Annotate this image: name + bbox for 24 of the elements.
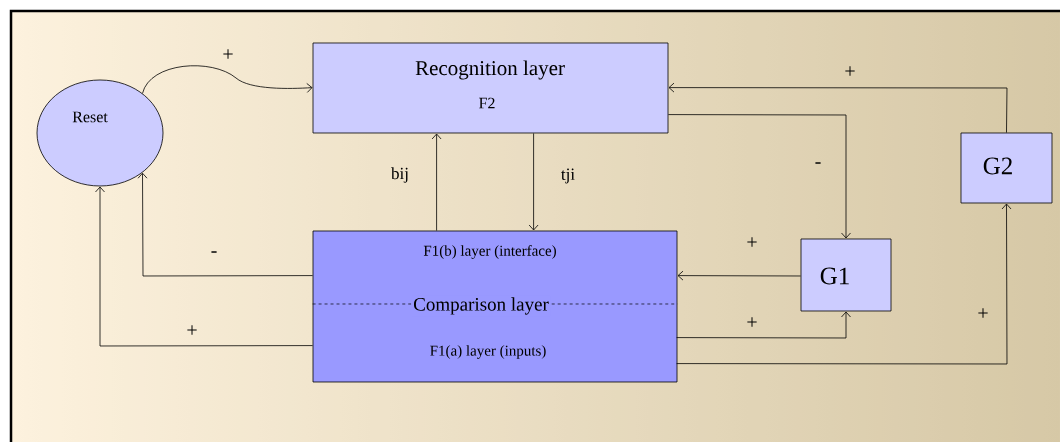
edge-label: - <box>211 251 217 253</box>
edge-label: + <box>747 317 757 327</box>
edge-label: + <box>978 308 988 318</box>
arrow <box>668 82 1008 133</box>
arrow <box>668 114 851 239</box>
edge-label: + <box>223 49 233 59</box>
arrow <box>431 133 442 231</box>
edge-label: - <box>815 162 821 164</box>
edge-label: + <box>845 66 855 76</box>
layer-box: G1 <box>800 238 892 312</box>
arrow <box>676 203 1012 365</box>
arrow <box>142 65 313 94</box>
edge-label: + <box>187 325 197 335</box>
layer-box: G2 <box>960 132 1053 204</box>
edge-label: + <box>747 237 757 247</box>
edge-label: bij <box>391 167 408 183</box>
arrow <box>677 270 801 281</box>
layer-box: F1(b) layer (interface) Comparison layer F1(a) layer (inputs) <box>312 230 678 383</box>
arrow <box>676 311 851 339</box>
arrow <box>137 172 313 277</box>
arrow <box>95 186 313 347</box>
arrow <box>528 133 539 231</box>
edge-label: tji <box>561 168 575 184</box>
layer-box: Recognition layer F2 <box>312 42 669 134</box>
